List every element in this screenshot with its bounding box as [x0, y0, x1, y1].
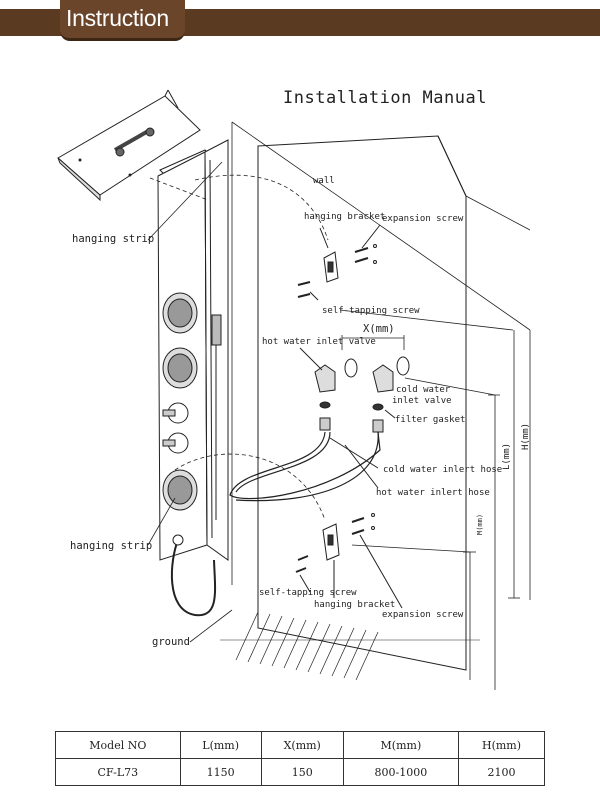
- top-bracket-group: [297, 224, 381, 301]
- cell-x: 150: [260, 758, 344, 786]
- label-wall: wall: [313, 176, 335, 186]
- leader-lines: [147, 161, 233, 643]
- header-model: Model NO: [55, 731, 181, 759]
- manual-title: Installation Manual: [283, 88, 487, 108]
- label-x-dim: X(mm): [363, 323, 395, 335]
- valves-and-hoses: [229, 347, 410, 502]
- label-hot-water-hose: hot water inlert hose: [376, 488, 490, 498]
- label-self-tapping-bottom: self-tapping screw: [259, 588, 357, 598]
- label-hanging-bracket-bottom: hanging bracket: [314, 600, 396, 610]
- label-hanging-strip-bottom: hanging strip: [70, 540, 153, 552]
- ground-hatching: [220, 611, 480, 681]
- bottom-bracket-group: [295, 513, 403, 609]
- hand-shower: [170, 314, 222, 617]
- perspective-lines: [231, 121, 531, 600]
- label-l-dim: L(mm): [502, 442, 512, 470]
- cell-h: 2100: [458, 758, 545, 786]
- cell-m: 800-1000: [342, 758, 460, 786]
- label-cold-water-valve-line1: cold water: [396, 385, 451, 395]
- body-jets: [162, 292, 198, 511]
- label-cold-water-valve-line2: inlet valve: [392, 396, 452, 406]
- spec-header-row: Model NO L(mm) X(mm) M(mm) H(mm): [55, 731, 545, 759]
- label-hanging-strip-top: hanging strip: [72, 233, 155, 245]
- cell-l: 1150: [179, 758, 262, 786]
- cell-model: CF-L73: [55, 758, 181, 786]
- header-x: X(mm): [260, 731, 344, 759]
- label-filter-gasket: filter gasket: [395, 415, 466, 425]
- label-expansion-screw-top: expansion screw: [382, 214, 464, 224]
- dashed-guides: [149, 174, 329, 521]
- dimension-lines: [339, 309, 520, 690]
- spec-table: Model NO L(mm) X(mm) M(mm) H(mm) CF-L73 …: [55, 731, 545, 786]
- label-expansion-screw-bottom: expansion screw: [382, 610, 464, 620]
- label-m-dim: M(mm): [476, 513, 484, 535]
- rain-shower-head: [57, 89, 201, 202]
- banner-title: Instruction: [66, 5, 169, 31]
- label-self-tapping-top: self-tapping screw: [322, 306, 420, 316]
- wall-panel: [257, 135, 467, 671]
- label-ground: ground: [152, 636, 190, 648]
- header-h: H(mm): [458, 731, 545, 759]
- header-m: M(mm): [342, 731, 460, 759]
- spec-data-row: CF-L73 1150 150 800-1000 2100: [55, 758, 545, 786]
- label-hanging-bracket-top: hanging bracket: [304, 212, 386, 222]
- label-hot-water-inlet-valve: hot water inlet valve: [262, 337, 376, 347]
- header-banner: Instruction: [0, 0, 600, 44]
- control-knobs: [162, 402, 189, 454]
- label-h-dim: H(mm): [521, 422, 531, 450]
- label-cold-water-hose: cold water inlert hose: [383, 465, 503, 475]
- banner-tab: [60, 0, 185, 41]
- header-l: L(mm): [179, 731, 262, 759]
